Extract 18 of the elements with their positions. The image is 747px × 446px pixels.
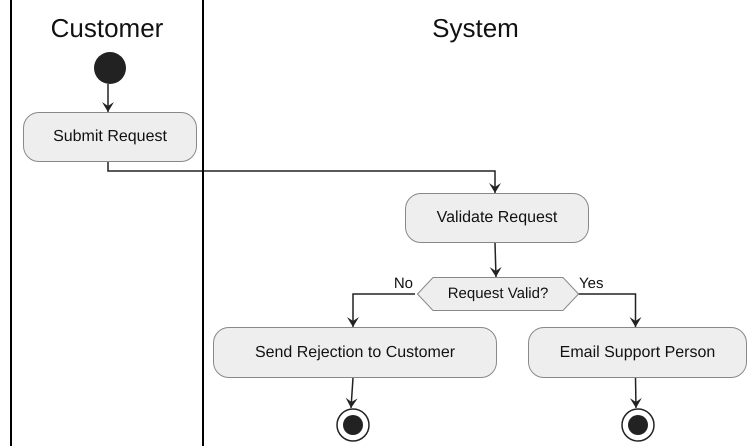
arrow [107, 162, 501, 193]
arrow [347, 293, 415, 327]
end-node [336, 408, 370, 442]
arrow [102, 84, 114, 112]
activity-box: Submit Request [23, 112, 197, 162]
arrow [490, 242, 502, 278]
activity-box: Email Support Person [528, 327, 747, 378]
activity-box: Validate Request [405, 193, 589, 243]
end-node [621, 408, 655, 442]
arrow [577, 293, 642, 327]
lane-title: System [431, 12, 520, 44]
decision-hexagon: Request Valid? [417, 277, 579, 311]
lane-title: Customer [50, 12, 164, 44]
swimlane [202, 0, 747, 446]
arrow [346, 378, 358, 408]
activity-box: Send Rejection to Customer [213, 327, 497, 378]
start-node [94, 52, 126, 84]
arrow [630, 378, 642, 408]
